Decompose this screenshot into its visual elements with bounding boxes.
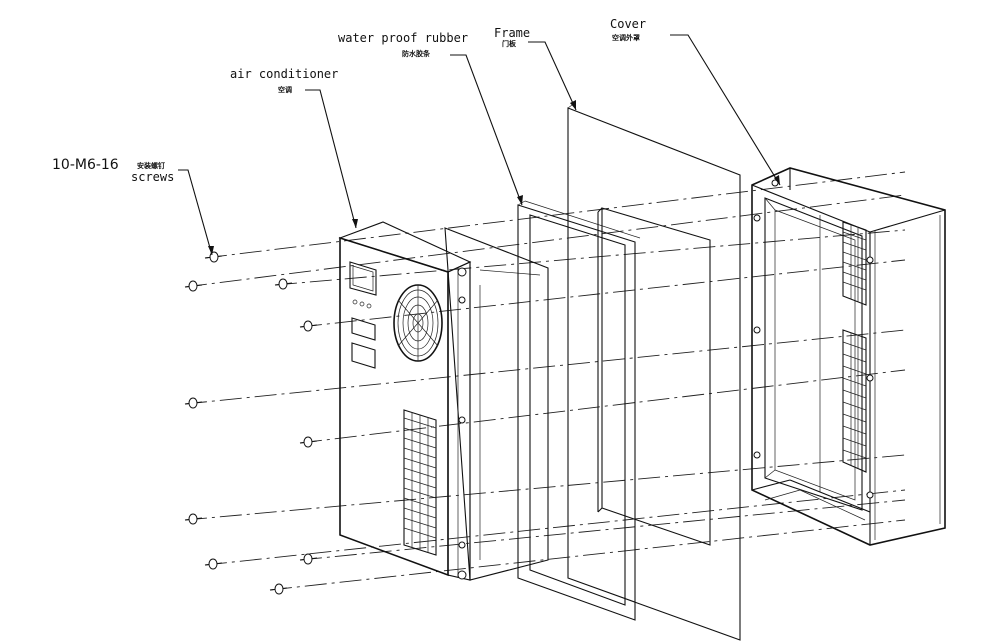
screws-spec-label: 10-M6-16 — [52, 157, 119, 173]
labels: 10-M6-16 安装螺钉 screws air conditioner 空调 … — [52, 17, 646, 184]
water-proof-rubber — [517, 200, 641, 621]
screw — [299, 320, 318, 332]
ac-cn-label: 空调 — [278, 85, 292, 94]
screw — [299, 436, 318, 448]
rubber-cn-label: 防水胶条 — [402, 49, 431, 58]
screw — [184, 280, 203, 292]
assembly-axis-lines — [184, 171, 906, 591]
screws-cn-label: 安装螺钉 — [137, 161, 165, 170]
screw — [184, 397, 203, 409]
ac-en-label: air conditioner — [230, 67, 338, 81]
air-conditioner — [338, 221, 549, 581]
frame-en-label: Frame — [494, 26, 530, 40]
rubber-en-label: water proof rubber — [338, 31, 468, 45]
screw — [299, 553, 318, 565]
frame — [567, 104, 741, 641]
vent-grille — [403, 412, 437, 553]
screw — [184, 513, 203, 525]
screw — [204, 251, 223, 263]
screws-en-label: screws — [131, 170, 174, 184]
screw — [274, 278, 293, 290]
screw — [204, 558, 223, 570]
cover-lower-grille — [842, 333, 867, 468]
screws — [184, 251, 318, 595]
leader-lines — [178, 34, 781, 256]
cover-cn-label: 空调外罩 — [612, 33, 640, 42]
cover — [751, 167, 946, 546]
frame-cn-label: 门板 — [502, 39, 517, 48]
screw — [269, 583, 288, 595]
mounting-plate — [597, 207, 711, 546]
cover-upper-grille — [842, 225, 867, 302]
cover-en-label: Cover — [610, 17, 646, 31]
